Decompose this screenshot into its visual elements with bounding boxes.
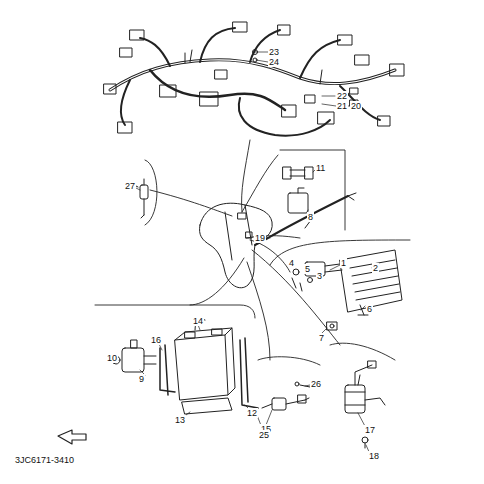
callout-number: 1 [340,258,347,268]
group-bracket [95,150,410,365]
callout-number: 12 [246,408,258,418]
sensor-part [134,179,148,218]
callout-number: 7 [318,333,325,343]
callout-leader [116,52,378,454]
callout-number: 4 [288,258,295,268]
callout-number: 2 [372,263,379,273]
callout-number: 22 [336,91,348,101]
wire-harness [104,22,404,136]
callout-number: 17 [364,425,376,435]
callout-number: 26 [310,379,322,389]
callout-number: 24 [268,57,280,67]
frame-outline [199,203,272,288]
callout-number: 13 [174,415,186,425]
leader-lines [150,140,340,360]
callout-number: 6 [366,304,373,314]
callout-number: 25 [258,430,270,440]
callout-number: 20 [350,101,362,111]
callout-number: 23 [268,47,280,57]
callout-number: 5 [304,264,311,274]
battery [160,319,258,414]
callout-number: 9 [138,374,145,384]
callout-number: 14 [192,316,204,326]
callout-number: 21 [336,101,348,111]
switch-part [262,382,310,410]
part-code: 3JC6171-3410 [14,455,75,465]
callout-number: 8 [307,212,314,222]
starter-motor [345,361,385,448]
callout-number: 27 [124,181,136,191]
callout-number: 10 [106,353,118,363]
relay-parts [255,167,356,245]
callout-number: 11 [315,163,326,173]
callout-number: 3 [316,271,323,281]
callout-number: 18 [368,451,380,461]
callout-number: 16 [150,335,162,345]
front-arrow [58,430,86,444]
callout-number: 19 [254,233,266,243]
regulator [292,250,402,330]
